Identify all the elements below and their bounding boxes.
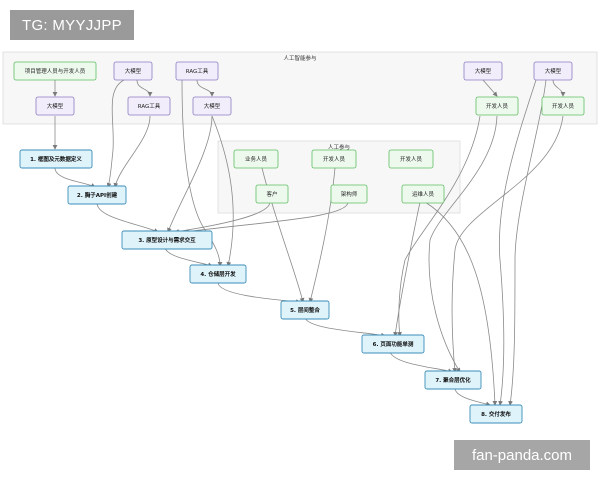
edge bbox=[389, 351, 453, 374]
step-3 bbox=[121, 230, 213, 250]
node-dev-e bbox=[541, 96, 585, 116]
edge bbox=[454, 387, 491, 407]
node-llm-b-label: 大模型 bbox=[125, 67, 142, 75]
ai-nodes: 项目管理人员与开发人员 大模型 大模型 RAG工具 RAG工具 大模型 大模型 … bbox=[13, 61, 585, 116]
step-6-label: 6. 页面功能单测 bbox=[373, 340, 414, 348]
step-8-label: 8. 交付发布 bbox=[481, 410, 511, 418]
edge bbox=[397, 115, 481, 337]
watermark-bottom-right: fan-panda.com bbox=[454, 440, 590, 470]
step-8 bbox=[469, 404, 523, 424]
edge bbox=[428, 115, 498, 373]
node-client bbox=[255, 184, 289, 204]
node-llm-a bbox=[35, 96, 75, 116]
edge bbox=[552, 79, 566, 97]
edge bbox=[164, 247, 213, 268]
node-client-label: 客户 bbox=[266, 190, 277, 198]
step-4 bbox=[189, 264, 247, 284]
step-4-label: 4. 仓储层开发 bbox=[200, 270, 236, 278]
node-dev-h bbox=[311, 149, 357, 169]
node-llm-e-label: 大模型 bbox=[545, 67, 562, 75]
node-dev-d-label: 开发人员 bbox=[486, 102, 509, 110]
edge bbox=[136, 79, 153, 97]
node-pm bbox=[13, 61, 97, 81]
step-2-label: 2. 胸子API创建 bbox=[77, 191, 118, 199]
node-biz-label: 业务人员 bbox=[245, 155, 268, 163]
node-rag-c-label: RAG工具 bbox=[186, 68, 209, 75]
node-llm-d-label: 大模型 bbox=[475, 67, 492, 75]
node-llm-c-label: 大模型 bbox=[204, 102, 221, 110]
watermark-top-left: TG: MYYJJPP bbox=[10, 10, 134, 40]
step-5-label: 5. 层间整合 bbox=[290, 306, 320, 314]
node-dev-i bbox=[388, 149, 434, 169]
node-llm-e bbox=[533, 61, 573, 81]
node-ops bbox=[401, 184, 445, 204]
human-group-title: 人工参与 bbox=[328, 143, 350, 151]
edge bbox=[96, 202, 159, 233]
node-arch bbox=[330, 184, 368, 204]
edge bbox=[106, 79, 125, 188]
step-7 bbox=[424, 370, 482, 390]
node-dev-i-label: 开发人员 bbox=[400, 155, 423, 163]
edge bbox=[181, 79, 223, 267]
edge bbox=[304, 317, 386, 338]
edge bbox=[174, 201, 271, 234]
node-arch-label: 架构师 bbox=[341, 190, 358, 198]
edge bbox=[424, 201, 498, 406]
edge bbox=[393, 201, 421, 337]
edge bbox=[211, 115, 234, 267]
node-llm-c bbox=[192, 96, 232, 116]
node-rag-b bbox=[127, 96, 171, 116]
step-1-label: 1. 框图及元数据定义 bbox=[30, 155, 82, 163]
human-nodes: 业务人员 客户 开发人员 架构师 开发人员 运维人员 bbox=[233, 149, 445, 204]
edge bbox=[498, 79, 537, 406]
node-llm-a-label: 大模型 bbox=[47, 102, 64, 110]
node-ops-label: 运维人员 bbox=[412, 190, 435, 198]
edge bbox=[184, 201, 349, 234]
edge bbox=[196, 79, 215, 97]
edge bbox=[451, 115, 564, 373]
edge bbox=[217, 282, 301, 304]
node-llm-b bbox=[113, 61, 153, 81]
node-rag-b-label: RAG工具 bbox=[138, 103, 161, 110]
node-dev-e-label: 开发人员 bbox=[552, 102, 575, 110]
edge bbox=[167, 115, 213, 233]
edge bbox=[113, 115, 151, 188]
edge bbox=[482, 79, 498, 97]
step-7-label: 7. 聚合层优化 bbox=[435, 376, 471, 384]
step-3-label: 3. 原型设计与需求交互 bbox=[138, 236, 196, 244]
step-nodes: 1. 框图及元数据定义 2. 胸子API创建 3. 原型设计与需求交互 4. 仓… bbox=[19, 149, 523, 424]
step-5 bbox=[280, 300, 330, 320]
node-pm-label: 项目管理人员与开发人员 bbox=[25, 67, 86, 75]
node-dev-h-label: 开发人员 bbox=[323, 155, 346, 163]
edge bbox=[508, 79, 547, 406]
ai-group-title: 人工智能参与 bbox=[283, 54, 316, 62]
step-2 bbox=[67, 185, 127, 205]
node-dev-d bbox=[475, 96, 519, 116]
node-rag-c bbox=[175, 61, 219, 81]
step-6 bbox=[361, 334, 425, 354]
step-1 bbox=[19, 149, 93, 169]
edge bbox=[54, 167, 96, 188]
node-llm-d bbox=[463, 61, 503, 81]
node-biz bbox=[233, 149, 279, 169]
